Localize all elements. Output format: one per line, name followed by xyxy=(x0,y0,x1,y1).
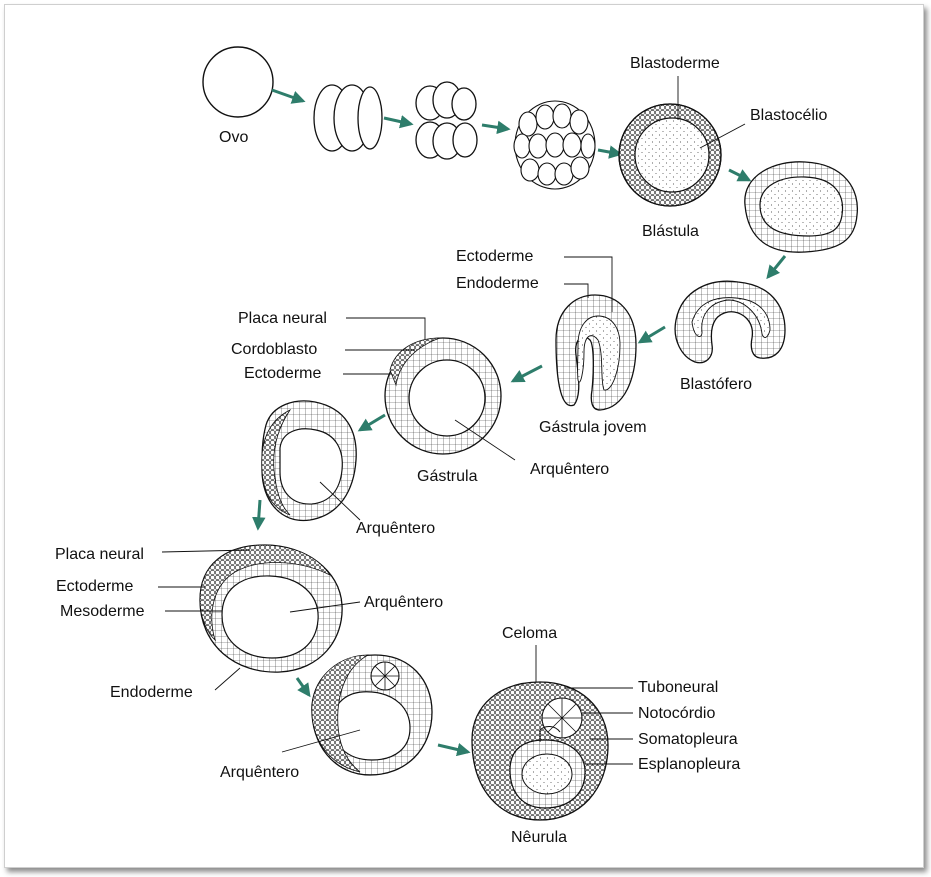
label-archenteron-neurula: Arquêntero xyxy=(364,594,444,611)
early-neurula xyxy=(199,544,343,673)
arrow-3 xyxy=(481,120,511,135)
label-blastocoel: Blastocélio xyxy=(750,107,828,124)
arrow-12 xyxy=(437,742,471,757)
label-chordoblast: Cordoblasto xyxy=(231,341,318,358)
arrow-2 xyxy=(383,115,414,129)
egg-cell xyxy=(202,46,274,118)
label-egg: Ovo xyxy=(219,129,249,146)
leader-lines xyxy=(158,76,746,765)
blastula xyxy=(618,103,722,207)
arrow-4 xyxy=(597,145,623,159)
young-gastrula xyxy=(555,294,637,411)
gastrula xyxy=(384,337,502,455)
mid-neurula xyxy=(311,654,433,776)
label-archenteron-late: Arquêntero xyxy=(220,764,300,781)
label-archenteron-gastrula-section: Arquêntero xyxy=(356,520,436,537)
arrow-7 xyxy=(637,325,666,344)
label-endoderm-neurula: Endoderme xyxy=(110,684,193,701)
arrow-1 xyxy=(271,88,306,104)
arrow-11 xyxy=(295,677,311,698)
label-gastrula: Gástrula xyxy=(417,468,478,485)
gastrula-section xyxy=(261,400,357,522)
label-coelom: Celoma xyxy=(502,625,558,642)
late-neurula xyxy=(471,681,609,821)
label-neural-plate-neurula: Placa neural xyxy=(55,546,144,563)
label-splanchnopleure: Esplanopleura xyxy=(638,756,741,773)
label-blastula: Blástula xyxy=(642,223,699,240)
arrow-8 xyxy=(510,364,543,383)
label-ectoderm-neurula: Ectoderme xyxy=(56,578,134,595)
label-ectoderm-gastrula: Ectoderme xyxy=(244,365,322,382)
late-blastula xyxy=(744,161,859,253)
label-mesoderm-neurula: Mesoderme xyxy=(60,603,145,620)
label-young-gastrula: Gástrula jovem xyxy=(539,419,647,436)
label-blastoderm: Blastoderme xyxy=(630,55,720,72)
label-somatopleure: Somatopleura xyxy=(638,731,738,748)
label-endoderm-young-gastrula: Endoderme xyxy=(456,275,539,292)
label-ectoderm-young-gastrula: Ectoderme xyxy=(456,248,534,265)
label-archenteron-gastrula: Arquêntero xyxy=(530,461,610,478)
arrow-5 xyxy=(728,168,752,182)
four-cell-stage xyxy=(313,84,383,152)
arrow-6 xyxy=(766,255,787,280)
label-notochord: Notocórdio xyxy=(638,705,716,722)
morula-stage xyxy=(513,100,596,190)
label-neurula: Nêurula xyxy=(511,829,568,846)
invaginating-gastrula xyxy=(674,280,786,364)
arrow-9 xyxy=(357,413,386,432)
eight-cell-stage xyxy=(415,81,478,160)
label-neural-plate-gastrula: Placa neural xyxy=(238,310,327,327)
arrow-10 xyxy=(252,499,266,531)
label-neural-tube: Tuboneural xyxy=(638,679,719,696)
label-blastopore: Blastófero xyxy=(680,376,753,393)
